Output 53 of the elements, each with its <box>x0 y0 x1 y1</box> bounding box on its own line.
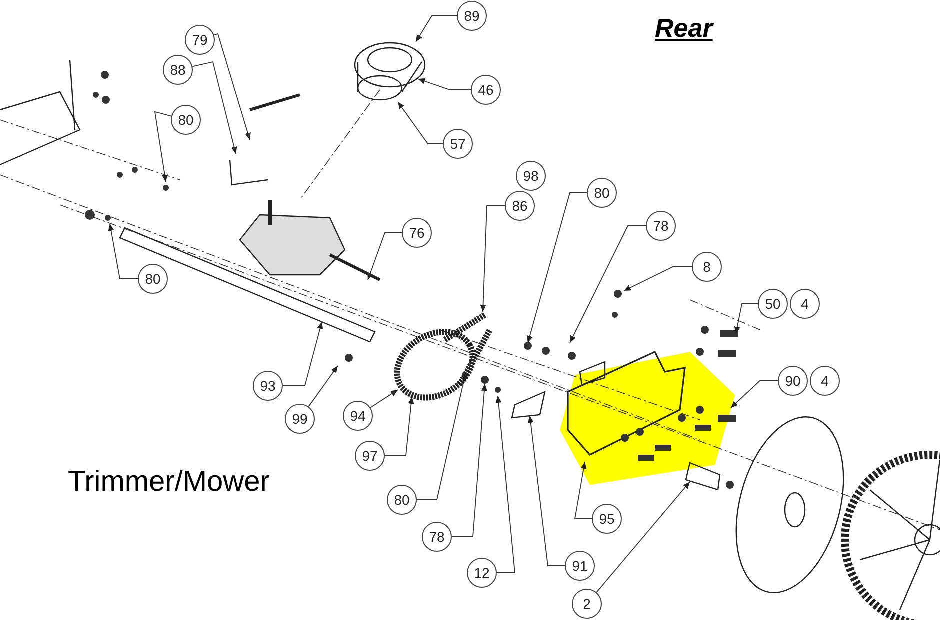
callout-number: 78 <box>646 211 676 241</box>
callout-number: 4 <box>810 366 840 396</box>
callout-number: 95 <box>592 504 622 534</box>
leader-line <box>624 266 692 292</box>
leader-line <box>416 16 458 42</box>
leader-line <box>730 380 778 408</box>
callout-number: 79 <box>185 25 215 55</box>
leader-line <box>384 396 414 456</box>
callout-number: 2 <box>572 589 602 619</box>
leader-line <box>154 111 172 182</box>
leader-line <box>418 78 472 90</box>
leader-line <box>570 226 646 344</box>
leader-line <box>370 390 398 408</box>
leader-line <box>398 102 444 144</box>
callout-number: 4 <box>790 289 820 319</box>
leader-line <box>368 232 402 280</box>
callout-number: 80 <box>138 264 168 294</box>
leader-line <box>574 462 592 520</box>
callout-number: 12 <box>467 558 497 588</box>
callout-number: 94 <box>343 401 373 431</box>
callout-number: 98 <box>516 161 546 191</box>
callout-number: 99 <box>285 404 315 434</box>
leader-line <box>734 304 758 334</box>
callout-number: 46 <box>471 75 501 105</box>
leader-line <box>480 206 506 312</box>
callout-number: 97 <box>355 441 385 471</box>
leader-line <box>192 61 238 154</box>
callout-number: 78 <box>422 522 452 552</box>
callout-number: 50 <box>758 289 788 319</box>
callout-number: 80 <box>387 485 417 515</box>
title: Rear <box>655 12 713 44</box>
callout-number: 93 <box>253 371 283 401</box>
callout-number: 86 <box>505 191 535 221</box>
callout-number: 80 <box>171 105 201 135</box>
leader-line <box>308 366 338 408</box>
callout-number: 90 <box>778 366 808 396</box>
callout-number: 88 <box>163 55 193 85</box>
callout-number: 76 <box>402 218 432 248</box>
leader-line <box>282 322 324 386</box>
leader-line <box>596 482 690 593</box>
leader-line <box>416 372 468 500</box>
leader-line <box>528 416 566 566</box>
leader-line <box>108 224 138 280</box>
callout-number: 89 <box>457 1 487 31</box>
leader-line <box>496 396 516 574</box>
callout-number: 8 <box>692 252 722 282</box>
callout-number: 91 <box>565 551 595 581</box>
callout-number: 57 <box>443 129 473 159</box>
leader-line <box>527 192 588 344</box>
section-label: Trimmer/Mower <box>68 465 270 500</box>
callout-number: 80 <box>587 178 617 208</box>
leader-line <box>214 33 251 140</box>
leader-line <box>452 384 488 538</box>
